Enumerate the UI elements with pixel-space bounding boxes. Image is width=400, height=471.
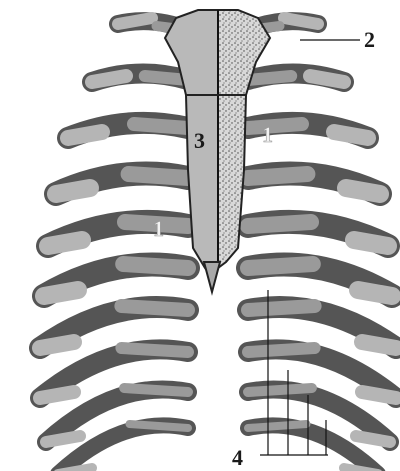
costal-cartilage-8-right	[248, 348, 315, 352]
rib-4-right-end	[346, 188, 380, 194]
rib-6-right-end	[358, 290, 392, 296]
costal-cartilage-7-left	[121, 306, 188, 310]
costal-cartilage-8-left	[121, 348, 188, 352]
rib-7-right-end	[362, 342, 396, 348]
rib-9-right-end	[356, 436, 390, 442]
costal-cartilage-9-left	[124, 388, 188, 392]
rib-4-left-end	[56, 188, 90, 194]
costal-cartilage-10-left	[130, 424, 189, 428]
rib-2-right-end	[310, 76, 344, 82]
label-rib-left: 1	[153, 216, 164, 241]
rib-8-left-end	[40, 392, 74, 398]
costal-cartilage-5-right	[248, 222, 311, 226]
rib-5-right-end	[354, 240, 388, 246]
costal-cartilage-10-right	[248, 424, 307, 428]
costal-cartilage-3-left	[134, 124, 188, 128]
rib-6-left-end	[44, 290, 78, 296]
xiphoid-process	[204, 262, 220, 292]
rib-7-left-end	[40, 342, 74, 348]
rib-3-left-end	[68, 132, 102, 138]
rib-1-left-end	[118, 18, 152, 24]
label-costal-arch: 4	[232, 445, 243, 470]
label-costal-cartilage: 2	[364, 27, 375, 52]
rib-5-left-end	[48, 240, 82, 246]
costal-cartilage-4-left	[129, 174, 188, 178]
costal-cartilage-2-right	[248, 76, 291, 80]
costal-cartilage-3-right	[248, 124, 302, 128]
rib-8-right-end	[362, 392, 396, 398]
costal-cartilage-6-right	[248, 264, 313, 268]
rib-3-right-end	[334, 132, 368, 138]
costal-cartilage-6-left	[123, 264, 188, 268]
rib-1-right-end	[284, 18, 318, 24]
label-sternum: 3	[194, 128, 205, 153]
label-rib-right: 1	[262, 122, 273, 147]
sternum	[165, 10, 270, 292]
rib-2-left-end	[92, 76, 126, 82]
costal-cartilage-7-right	[248, 306, 315, 310]
costal-cartilage-9-right	[248, 388, 312, 392]
costal-cartilage-4-right	[248, 174, 307, 178]
rib-9-left-end	[46, 436, 80, 442]
